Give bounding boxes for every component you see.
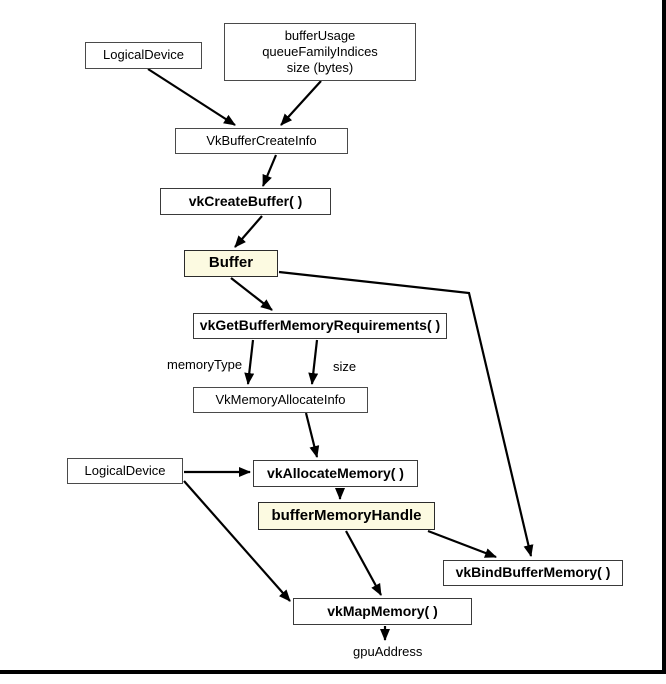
edge-createbuffer-to-buffer — [234, 215, 263, 248]
param-buffer-usage: bufferUsage — [284, 27, 356, 43]
node-vkmapmemory: vkMapMemory( ) — [293, 598, 472, 625]
node-logical-device-top: LogicalDevice — [85, 42, 202, 69]
node-vkallocatememory: vkAllocateMemory( ) — [253, 460, 418, 487]
edge-buffercreateinfo-to-createbuffer — [261, 154, 278, 187]
node-logical-device-bottom: LogicalDevice — [67, 458, 183, 484]
param-size-bytes: size (bytes) — [286, 60, 354, 76]
node-vkbindbuffermemory: vkBindBufferMemory( ) — [443, 560, 623, 586]
edge-label-memorytype: memoryType — [167, 357, 243, 372]
edge-allocinfo-to-allocatememory — [304, 412, 320, 458]
edge-params-to-buffercreateinfo — [280, 80, 322, 126]
edge-buffer-to-getrequirements — [230, 277, 273, 311]
node-vkcreatebuffer: vkCreateBuffer( ) — [160, 188, 331, 215]
node-vkgetbuffermemoryrequirements: vkGetBufferMemoryRequirements( ) — [193, 313, 447, 339]
output-label-gpuaddress: gpuAddress — [353, 644, 423, 659]
param-queue-family-indices: queueFamilyIndices — [262, 43, 378, 59]
edge-handle-to-bindmemory — [427, 529, 497, 559]
edge-logicaldevice-to-buffercreateinfo — [147, 68, 236, 126]
edge-getrequirements-to-allocinfo-size — [308, 339, 319, 385]
edge-handle-to-mapmemory — [345, 530, 382, 596]
node-buffer: Buffer — [184, 250, 278, 277]
edge-logicaldevice2-to-mapmemory — [183, 480, 291, 602]
edge-label-size: size — [333, 359, 357, 374]
slide-bottom-border — [0, 670, 666, 674]
slide-right-border — [662, 0, 666, 674]
edge-getrequirements-to-allocinfo-memorytype — [244, 339, 255, 385]
node-buffermemoryhandle: bufferMemoryHandle — [258, 502, 435, 530]
node-vkbuffercreateinfo: VkBufferCreateInfo — [175, 128, 348, 154]
node-vkmemoryallocateinfo: VkMemoryAllocateInfo — [193, 387, 368, 413]
node-buffer-create-params: bufferUsage queueFamilyIndices size (byt… — [224, 23, 416, 81]
